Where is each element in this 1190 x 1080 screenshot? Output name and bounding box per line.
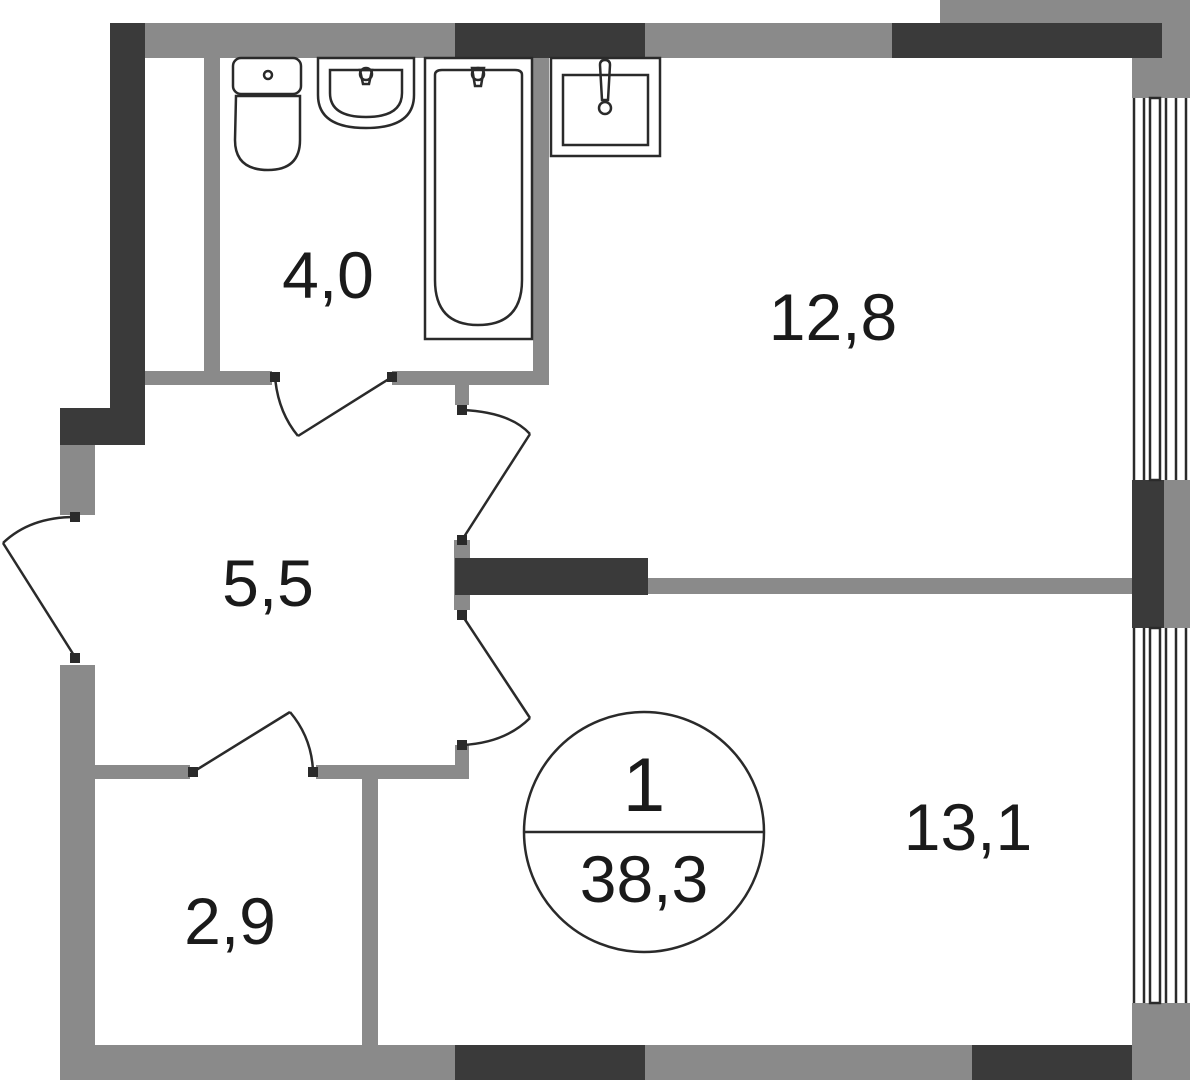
- wall-bath-bottom-left: [145, 371, 272, 385]
- wall-right-top-stub: [1132, 58, 1190, 98]
- summary-badge: 1 38,3: [522, 710, 766, 954]
- wall-top-mid: [645, 23, 892, 58]
- door-storage: [188, 710, 318, 777]
- wall-bottom-mid: [645, 1045, 972, 1080]
- wall-top-dark: [455, 23, 645, 58]
- wall-left-lower: [60, 665, 95, 1080]
- door-living: [457, 610, 532, 750]
- wall-bottom-left: [60, 1045, 455, 1080]
- wall-storage-right: [362, 779, 378, 1045]
- room-area-living: 13,1: [904, 790, 1032, 864]
- room-labels: 4,0 12,8 5,5 13,1 2,9: [184, 238, 1032, 958]
- wall-storage-top-left: [95, 765, 190, 779]
- wall-left-entry-top: [60, 445, 95, 515]
- wall-left-step: [60, 408, 110, 445]
- door-entrance: [1, 512, 80, 663]
- kitchen-sink-icon: [549, 56, 662, 158]
- wall-divider-light: [648, 578, 1132, 594]
- sink-icon: [316, 56, 416, 130]
- wall-left-upper: [110, 23, 145, 445]
- wall-top-cap: [940, 0, 1190, 23]
- windows: [1132, 96, 1188, 1005]
- wall-corner-top-right: [1162, 0, 1190, 58]
- wall-right-pier-light: [1164, 480, 1190, 628]
- room-area-hall: 5,5: [222, 546, 314, 620]
- badge-total-area: 38,3: [580, 842, 708, 916]
- wall-storage-top-right: [316, 765, 469, 779]
- window-kitchen: [1132, 96, 1188, 482]
- bathtub-icon: [423, 56, 534, 341]
- wall-wc-partition: [204, 58, 220, 373]
- wall-bottom-right-dark: [972, 1045, 1162, 1080]
- door-kitchen: [457, 405, 532, 545]
- wall-hall-bottom-stub: [455, 745, 469, 779]
- wall-bath-right: [533, 58, 549, 385]
- room-area-bathroom: 4,0: [282, 238, 374, 312]
- badge-rooms-count: 1: [623, 743, 665, 828]
- walls: [60, 0, 1190, 1080]
- window-living: [1132, 626, 1188, 1005]
- wall-bath-door-stub: [455, 385, 469, 405]
- wall-corner-bottom-right: [1132, 1003, 1190, 1080]
- wall-right-pier-dark: [1132, 480, 1164, 628]
- door-bathroom: [270, 372, 397, 438]
- wall-bottom-dark: [455, 1045, 645, 1080]
- wall-top-left: [110, 23, 455, 58]
- wall-top-right-dark: [892, 23, 1162, 58]
- toilet-icon: [231, 56, 303, 172]
- fixtures: [231, 56, 662, 341]
- room-area-storage: 2,9: [184, 884, 276, 958]
- doors: [1, 372, 532, 777]
- room-area-kitchen: 12,8: [769, 280, 897, 354]
- wall-bath-bottom-right: [392, 371, 549, 385]
- wall-divider-dark: [455, 558, 648, 595]
